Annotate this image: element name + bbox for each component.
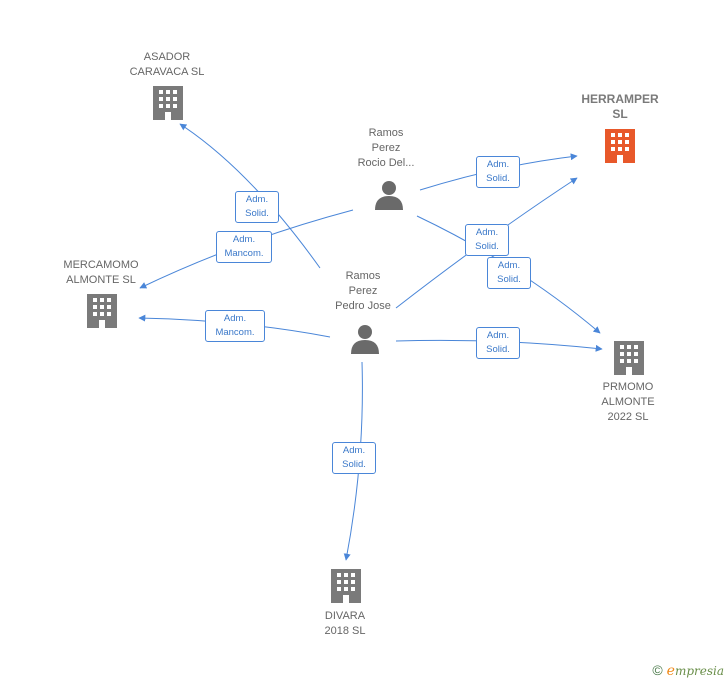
company-label-herramper[interactable]: HERRAMPER SL [581, 92, 659, 121]
brand-logo-initial: e [666, 663, 675, 679]
company-label-divara[interactable]: DIVARA 2018 SL [324, 610, 366, 637]
building-icon[interactable] [614, 341, 644, 375]
building-icon[interactable] [331, 569, 361, 603]
person-icon[interactable] [375, 181, 403, 210]
company-label-prmomo[interactable]: PRMOMO ALMONTE 2022 SL [601, 381, 655, 423]
edge-badge-pedro-prmomo: Adm. Solid. [476, 327, 520, 359]
edge-badge-pedro-divara: Adm. Solid. [332, 442, 376, 474]
copyright-icon: © [652, 662, 663, 678]
brand-logo-text: mpresia [674, 664, 724, 678]
edge-badge-pedro-asador: Adm. Solid. [235, 191, 279, 223]
person-label-pedro[interactable]: Ramos Perez Pedro Jose [335, 270, 391, 312]
edge-pedro-asador [179, 123, 321, 269]
edge-badge-pedro-mercamomo: Adm. Mancom. [205, 310, 265, 342]
edge-badge-rocio-mercamomo: Adm. Mancom. [216, 231, 272, 263]
edge-badge-pedro-herramper: Adm. Solid. [465, 224, 509, 256]
building-icon[interactable] [87, 294, 117, 328]
company-label-asador[interactable]: ASADOR CARAVACA SL [129, 51, 205, 78]
edge-badge-rocio-herramper: Adm. Solid. [476, 156, 520, 188]
building-icon[interactable] [153, 86, 183, 120]
edge-badge-rocio-prmomo: Adm. Solid. [487, 257, 531, 289]
building-icon-highlight[interactable] [605, 129, 635, 163]
company-label-mercamomo[interactable]: MERCAMOMO ALMONTE SL [63, 259, 139, 286]
brand-footer: ©empresia [652, 662, 724, 679]
person-label-rocio[interactable]: Ramos Perez Rocio Del... [357, 127, 415, 169]
person-icon[interactable] [351, 325, 379, 354]
